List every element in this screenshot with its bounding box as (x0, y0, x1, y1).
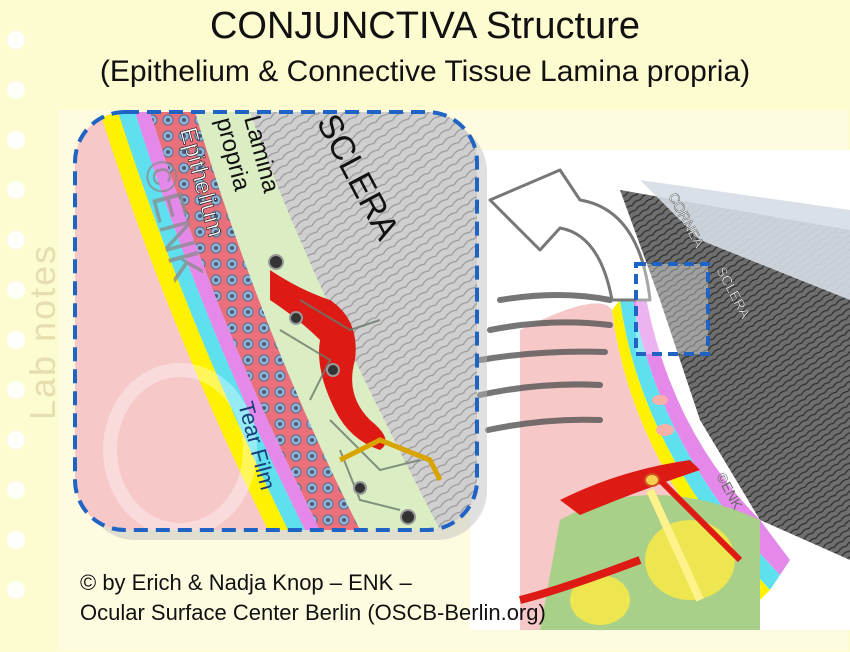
copyright-line-1: © by Erich & Nadja Knop – ENK – (80, 570, 412, 595)
zoom-inset (73, 110, 487, 540)
slide-subtitle: (Epithelium & Connective Tissue Lamina p… (99, 55, 751, 88)
copyright-line-2: Ocular Surface Center Berlin (OSCB-Berli… (80, 600, 546, 625)
copyright-block: © by Erich & Nadja Knop – ENK – Ocular S… (80, 568, 546, 628)
slide-title: CONJUNCTIVA Structure (209, 5, 641, 47)
eye-overview (470, 150, 850, 630)
